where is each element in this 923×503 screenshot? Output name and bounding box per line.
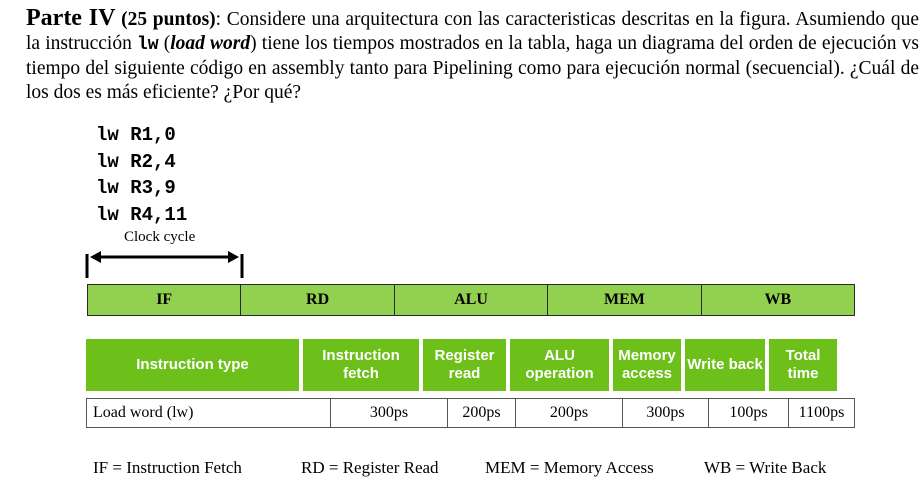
cell-alu-operation: 200ps: [516, 398, 623, 428]
clock-cycle-arrow: [85, 251, 244, 278]
cell-instruction-type: Load word (lw): [86, 398, 331, 428]
header-alu-operation: ALU operation: [510, 339, 609, 391]
clock-cycle-label: Clock cycle: [124, 229, 196, 245]
pipeline-stages: IF RD ALU MEM WB: [87, 284, 855, 316]
header-register-read: Register read: [423, 339, 506, 391]
cell-write-back: 100ps: [709, 398, 789, 428]
problem-statement: Parte IV (25 puntos): Considere una arqu…: [26, 6, 919, 105]
paren-open: (: [158, 33, 171, 54]
problem-text-part2: ) tiene los tiempos mostrados en la tabl…: [26, 33, 920, 103]
legend-rd: RD = Register Read: [301, 458, 439, 477]
legend-wb: WB = Write Back: [704, 458, 827, 477]
load-word-term: load word: [170, 33, 251, 54]
cell-total-time: 1100ps: [789, 398, 855, 428]
table-row: Load word (lw) 300ps 200ps 200ps 300ps 1…: [86, 398, 855, 428]
legend-mem: MEM = Memory Access: [485, 458, 654, 477]
cell-register-read: 200ps: [448, 398, 516, 428]
stage-wb: WB: [701, 285, 855, 315]
table-header-row: Instruction type Instruction fetch Regis…: [86, 339, 855, 391]
assembly-code: lw R1,0 lw R2,4 lw R3,9 lw R4,11: [96, 122, 187, 228]
legend-if: IF = Instruction Fetch: [93, 458, 242, 477]
code-line: lw R2,4: [96, 150, 176, 173]
instruction-name: lw: [137, 35, 159, 55]
stage-mem: MEM: [548, 285, 702, 315]
code-line: lw R1,0: [96, 124, 176, 146]
cell-instruction-fetch: 300ps: [331, 398, 448, 428]
stage-rd: RD: [241, 285, 395, 315]
problem-points: (25 puntos): [121, 9, 216, 30]
code-line: lw R3,9: [96, 177, 176, 199]
header-memory-access: Memory access: [613, 339, 681, 391]
header-write-back: Write back: [685, 339, 765, 391]
stage-alu: ALU: [394, 285, 549, 315]
problem-text-part1: : Considere una arquitectura con las car…: [26, 9, 919, 54]
header-total-time: Total time: [769, 339, 837, 391]
header-instruction-fetch: Instruction fetch: [303, 339, 419, 391]
header-instruction-type: Instruction type: [86, 339, 299, 391]
cell-memory-access: 300ps: [623, 398, 709, 428]
stage-if: IF: [88, 285, 242, 315]
timing-table: Instruction type Instruction fetch Regis…: [86, 339, 855, 428]
code-line: lw R4,11: [96, 203, 188, 226]
problem-heading: Parte IV: [26, 5, 116, 31]
